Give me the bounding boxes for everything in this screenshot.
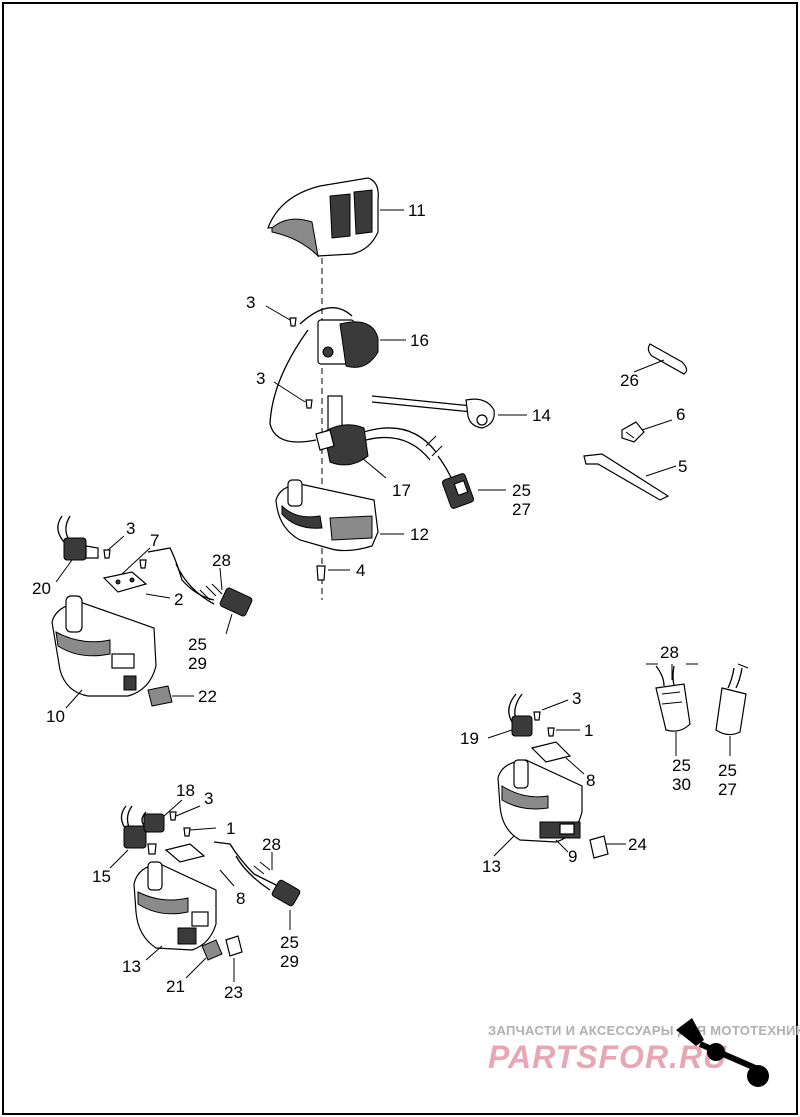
switch-housing-part xyxy=(51,595,157,697)
callout-14: 14 xyxy=(532,406,551,425)
leader-lines xyxy=(487,664,731,857)
callout-9: 9 xyxy=(568,847,577,866)
callout-15: 15 xyxy=(92,867,111,886)
callout-3: 3 xyxy=(256,369,265,388)
callout-27: 27 xyxy=(512,500,531,519)
watermark: ЗАПЧАСТИ И АКСЕССУАРЫ ДЛЯ МОТОТЕХНИКИ PA… xyxy=(488,1018,800,1087)
clip-part xyxy=(621,421,645,443)
connector-part xyxy=(715,663,749,736)
watermark-brand: PARTSFOR.RU xyxy=(488,1039,727,1075)
callout-19: 19 xyxy=(460,729,479,748)
callout-2: 2 xyxy=(174,590,183,609)
left-assembly: 3 7 28 20 2 25 29 22 10 xyxy=(32,515,253,726)
top-assembly: 11 3 16 3 14 26 6 5 17 25 27 12 4 xyxy=(246,177,688,600)
sensor-lead-part xyxy=(371,395,495,429)
sleeve-part xyxy=(647,343,688,375)
callout-29: 29 xyxy=(188,654,207,673)
callout-25: 25 xyxy=(188,635,207,654)
screw-part xyxy=(316,565,326,581)
callout-17: 17 xyxy=(392,481,411,500)
callout-24: 24 xyxy=(628,835,647,854)
callout-25: 25 xyxy=(280,933,299,952)
callout-3: 3 xyxy=(204,789,213,808)
callout-10: 10 xyxy=(46,707,65,726)
callout-8: 8 xyxy=(236,889,245,908)
callout-4: 4 xyxy=(356,561,365,580)
switch-housing-part xyxy=(497,759,583,843)
callout-25: 25 xyxy=(672,756,691,775)
callout-8: 8 xyxy=(586,771,595,790)
bracket-part xyxy=(102,571,148,593)
watermark-tagline: ЗАПЧАСТИ И АКСЕССУАРЫ ДЛЯ МОТОТЕХНИКИ xyxy=(488,1023,800,1038)
callout-28: 28 xyxy=(262,835,281,854)
upper-switch-part xyxy=(269,307,379,443)
button-part xyxy=(589,835,609,859)
callout-18: 18 xyxy=(176,781,195,800)
callout-28: 28 xyxy=(660,643,679,662)
callout-26: 26 xyxy=(620,371,639,390)
bracket-part xyxy=(147,843,206,863)
callout-labels: 28 3 19 1 8 25 30 25 27 24 9 13 xyxy=(460,643,737,876)
callout-1: 1 xyxy=(584,721,593,740)
callout-3: 3 xyxy=(246,293,255,312)
harness-part xyxy=(147,547,253,617)
callout-25: 25 xyxy=(512,481,531,500)
leader-lines xyxy=(265,209,677,571)
callout-5: 5 xyxy=(678,457,687,476)
connector-part xyxy=(646,663,698,732)
callout-27: 27 xyxy=(718,780,737,799)
moto-logo xyxy=(676,1018,769,1087)
callout-16: 16 xyxy=(410,331,429,350)
callout-29: 29 xyxy=(280,952,299,971)
callout-21: 21 xyxy=(166,977,185,996)
screw-part xyxy=(169,811,191,837)
callout-1: 1 xyxy=(226,819,235,838)
callout-6: 6 xyxy=(676,405,685,424)
callout-30: 30 xyxy=(672,775,691,794)
leader-lines xyxy=(55,535,233,709)
callout-labels: 18 3 1 28 15 8 25 29 13 21 23 xyxy=(92,781,299,1002)
screw-part xyxy=(289,317,313,409)
switch-part xyxy=(57,515,99,561)
lower-housing-part xyxy=(275,479,379,552)
callout-labels: 11 3 16 3 14 26 6 5 17 25 27 12 4 xyxy=(246,201,687,580)
cable-strap-part xyxy=(583,453,670,501)
button-part xyxy=(147,685,173,707)
bottom-assembly: 18 3 1 28 15 8 25 29 13 21 23 xyxy=(92,781,301,1002)
callout-13: 13 xyxy=(482,857,501,876)
bracket-part xyxy=(530,741,572,763)
lower-switch-part xyxy=(315,395,475,509)
button-part xyxy=(201,935,243,961)
callout-7: 7 xyxy=(150,531,159,550)
callout-3: 3 xyxy=(572,689,581,708)
switch-housing-part xyxy=(133,861,217,951)
callout-13: 13 xyxy=(122,957,141,976)
callout-28: 28 xyxy=(212,551,231,570)
callout-22: 22 xyxy=(198,687,217,706)
callout-11: 11 xyxy=(408,201,426,220)
callout-20: 20 xyxy=(32,579,51,598)
switch-part xyxy=(120,805,165,849)
harness-part xyxy=(213,841,301,907)
screw-part xyxy=(103,549,147,569)
callout-23: 23 xyxy=(224,983,243,1002)
callout-25: 25 xyxy=(718,761,737,780)
callout-3: 3 xyxy=(126,519,135,538)
right-assembly: 28 3 19 1 8 25 30 25 27 24 9 13 xyxy=(460,643,749,876)
leader-lines xyxy=(109,799,291,982)
callout-labels: 3 7 28 20 2 25 29 22 10 xyxy=(32,519,231,726)
callout-12: 12 xyxy=(410,525,429,544)
switch-part xyxy=(508,693,533,737)
screw-part xyxy=(533,711,555,737)
upper-housing-cover-part xyxy=(267,177,379,258)
